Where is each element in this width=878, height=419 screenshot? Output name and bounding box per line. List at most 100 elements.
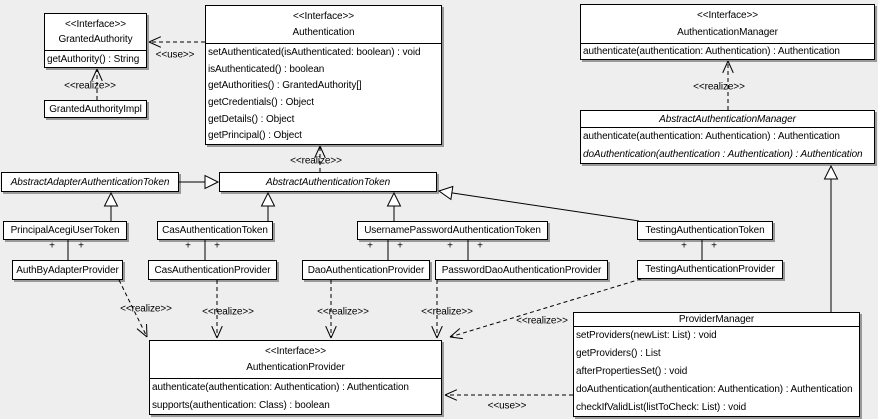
class-name: GrantedAuthorityImpl [49, 103, 142, 115]
multiplicity-label: + [477, 240, 483, 252]
class-title-compartment: AbstractAdapterAuthenticationToken [2, 173, 178, 191]
class-methods-compartment: setProviders(newList: List) : void getPro… [574, 327, 859, 416]
class-title-compartment: TestingAuthenticationProvider [638, 261, 782, 278]
class-name: AbstractAdapterAuthenticationToken [10, 176, 170, 188]
class-name: AuthenticationProvider [246, 362, 345, 373]
class-name: AuthenticationManager [677, 26, 778, 38]
class-methods-compartment: authenticate(authentication: Authenticat… [581, 44, 874, 59]
class-methods-compartment: authenticate(authentication: Authenticat… [581, 128, 874, 163]
class-title-compartment: AuthByAdapterProvider [13, 261, 122, 279]
use-label: <<use>> [155, 49, 195, 61]
class-name: TestingAuthenticationProvider [645, 264, 775, 275]
class-name: UsernamePasswordAuthenticationToken [364, 225, 541, 236]
class-methods-compartment: authenticate(authentication: Authenticat… [150, 379, 441, 414]
class-title-compartment: CasAuthenticationToken [158, 222, 272, 239]
multiplicity-label: + [214, 240, 220, 252]
realize-label: <<realize>> [290, 155, 342, 167]
class-name: CasAuthenticationProvider [154, 264, 271, 276]
multiplicity-label: + [397, 240, 403, 252]
class-name: AbstractAuthenticationManager [659, 113, 796, 125]
class-abstract-adapter-authentication-token[interactable]: AbstractAdapterAuthenticationToken [1, 172, 179, 192]
method-label: authenticate(authentication: Authenticat… [583, 131, 840, 143]
multiplicity-label: + [367, 240, 373, 252]
class-name: Authentication [292, 27, 355, 38]
stereotype-label: <<Interface>> [293, 11, 354, 22]
class-testing-authentication-token[interactable]: TestingAuthenticationToken [637, 221, 773, 240]
method-label: getProviders() : List [576, 348, 661, 360]
method-label: setAuthenticated(isAuthenticated: boolea… [208, 46, 421, 58]
class-authentication-provider[interactable]: <<Interface>> AuthenticationProvider authe… [149, 340, 442, 415]
class-title-compartment: GrantedAuthorityImpl [45, 101, 146, 117]
class-title-compartment: PrincipalAcegiUserToken [4, 222, 126, 239]
method-label: doAuthentication(authentication : Authen… [583, 148, 863, 160]
class-name: DaoAuthenticationProvider [307, 264, 425, 276]
realize-label: <<realize>> [693, 81, 745, 93]
method-label: doAuthentication(authentication: Authent… [576, 383, 853, 395]
method-label: isAuthenticated() : boolean [208, 63, 325, 75]
class-title-compartment: AbstractAuthenticationToken [220, 173, 436, 191]
class-cas-authentication-provider[interactable]: CasAuthenticationProvider [148, 260, 277, 280]
class-title-compartment: UsernamePasswordAuthenticationToken [358, 222, 547, 239]
class-name: ProviderManager [678, 314, 755, 325]
class-authentication[interactable]: <<Interface>> Authentication setAuthentica… [205, 5, 442, 145]
class-title-compartment: TestingAuthenticationToken [638, 222, 772, 239]
class-authentication-manager[interactable]: <<Interface>> AuthenticationManager authen… [580, 4, 875, 60]
class-methods-compartment: getAuthority() : String [45, 51, 146, 67]
class-methods-compartment: setAuthenticated(isAuthenticated: boolea… [206, 44, 441, 144]
class-abstract-authentication-token[interactable]: AbstractAuthenticationToken [219, 172, 437, 192]
multiplicity-label: + [681, 240, 687, 252]
method-label: authenticate(authentication: Authenticat… [152, 382, 409, 394]
class-cas-authentication-token[interactable]: CasAuthenticationToken [157, 221, 273, 240]
multiplicity-label: + [711, 240, 717, 252]
method-label: authenticate(authentication: Authenticat… [583, 46, 840, 57]
class-auth-by-adapter-provider[interactable]: AuthByAdapterProvider [12, 260, 123, 280]
class-testing-authentication-provider[interactable]: TestingAuthenticationProvider [637, 260, 783, 279]
realize-label: <<realize>> [64, 80, 116, 92]
class-dao-authentication-provider[interactable]: DaoAuthenticationProvider [302, 260, 430, 280]
method-label: getPrincipal() : Object [208, 130, 302, 142]
class-title-compartment: DaoAuthenticationProvider [303, 261, 429, 279]
stereotype-label: <<Interface>> [697, 10, 758, 22]
method-label: getCredentials() : Object [208, 96, 314, 108]
class-principal-acegi-user-token[interactable]: PrincipalAcegiUserToken [3, 221, 127, 240]
class-provider-manager[interactable]: ProviderManager setProviders(newList: Lis… [573, 312, 860, 417]
class-title-compartment: <<Interface>> AuthenticationProvider [150, 341, 441, 379]
class-title-compartment: AbstractAuthenticationManager [581, 111, 874, 128]
multiplicity-label: + [78, 240, 84, 252]
method-label: getDetails() : Object [208, 113, 295, 125]
stereotype-label: <<Interface>> [265, 346, 326, 357]
class-username-password-authentication-token[interactable]: UsernamePasswordAuthenticationToken [357, 221, 548, 240]
class-name: PrincipalAcegiUserToken [10, 225, 120, 236]
multiplicity-label: + [49, 240, 55, 252]
class-name: GrantedAuthority [58, 34, 133, 46]
use-label: <<use>> [487, 400, 527, 412]
class-title-compartment: <<Interface>> AuthenticationManager [581, 5, 874, 44]
realize-label: <<realize>> [421, 306, 473, 318]
multiplicity-label: + [185, 240, 191, 252]
method-label: afterPropertiesSet() : void [576, 365, 688, 377]
class-name: PasswordDaoAuthenticationProvider [441, 264, 602, 276]
class-title-compartment: CasAuthenticationProvider [149, 261, 276, 279]
realize-label: <<realize>> [202, 306, 254, 318]
method-label: checkIfValidList(listToCheck: List) : vo… [576, 401, 747, 413]
class-title-compartment: ProviderManager [574, 313, 859, 327]
class-name: CasAuthenticationToken [162, 225, 268, 236]
method-label: getAuthority() : String [47, 53, 140, 65]
class-granted-authority-impl[interactable]: GrantedAuthorityImpl [44, 100, 147, 118]
method-label: setProviders(newList: List) : void [576, 330, 717, 342]
class-abstract-authentication-manager[interactable]: AbstractAuthenticationManager authenticat… [580, 110, 875, 164]
method-label: getAuthorities() : GrantedAuthority[] [208, 80, 362, 92]
method-label: supports(authentication: Class) : boolea… [152, 399, 330, 411]
realize-label: <<realize>> [120, 303, 172, 315]
class-title-compartment: PasswordDaoAuthenticationProvider [436, 261, 607, 279]
class-title-compartment: <<Interface>> GrantedAuthority [45, 14, 146, 51]
class-name: AuthByAdapterProvider [16, 264, 119, 276]
class-title-compartment: <<Interface>> Authentication [206, 6, 441, 44]
multiplicity-label: + [447, 240, 453, 252]
class-password-dao-authentication-provider[interactable]: PasswordDaoAuthenticationProvider [435, 260, 608, 280]
class-granted-authority[interactable]: <<Interface>> GrantedAuthority getAuthorit… [44, 13, 147, 68]
class-name: TestingAuthenticationToken [645, 225, 765, 236]
realize-label: <<realize>> [317, 306, 369, 318]
stereotype-label: <<Interface>> [65, 18, 126, 30]
